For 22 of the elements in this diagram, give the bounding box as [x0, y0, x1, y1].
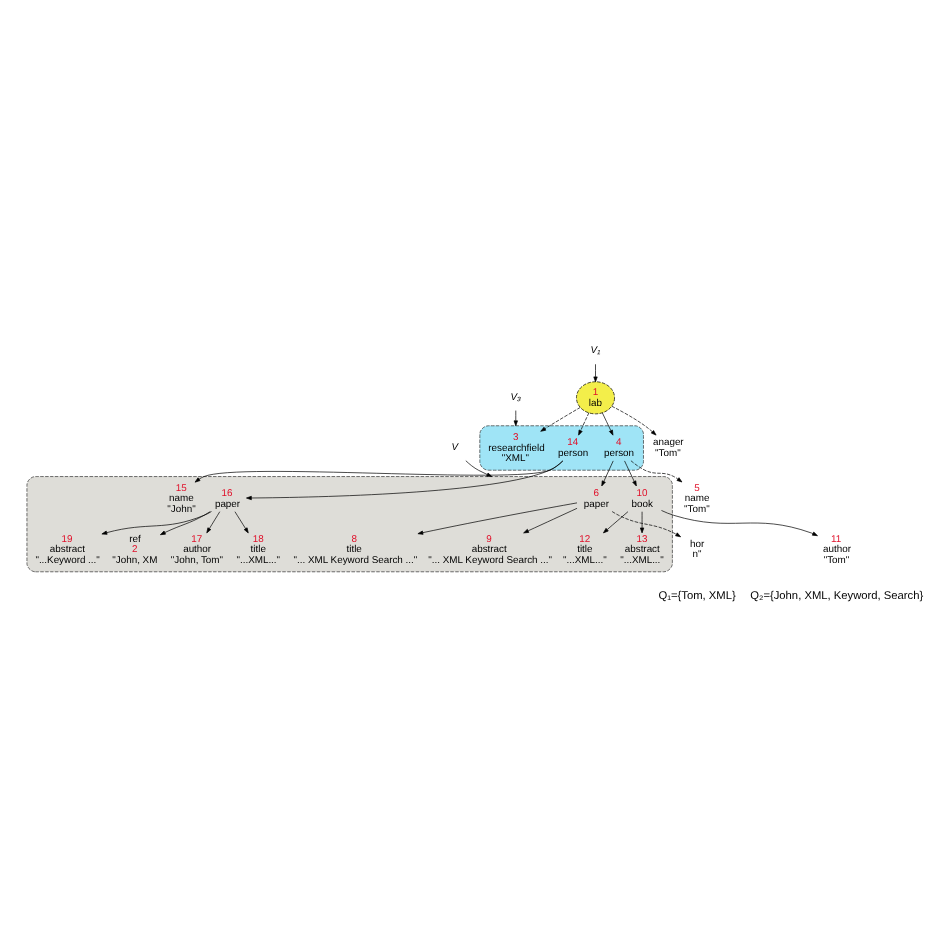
arrow [194, 460, 564, 483]
arrow [630, 460, 683, 483]
arrow [206, 511, 221, 534]
arrow [624, 460, 637, 487]
arrow [611, 405, 657, 436]
arrow [513, 410, 518, 427]
arrow [417, 502, 578, 535]
arrow [661, 510, 818, 537]
arrow [601, 460, 614, 487]
arrow [578, 412, 590, 436]
arrow [540, 407, 581, 432]
arrow [465, 460, 493, 477]
arrow [523, 507, 578, 534]
arrow [246, 460, 564, 501]
arrow [593, 363, 598, 383]
arrow [234, 511, 249, 534]
arrow [602, 412, 614, 436]
arrow [603, 511, 629, 534]
arrow [160, 511, 211, 536]
arrow [101, 511, 212, 535]
arrow [611, 511, 681, 538]
arrow [640, 511, 645, 534]
